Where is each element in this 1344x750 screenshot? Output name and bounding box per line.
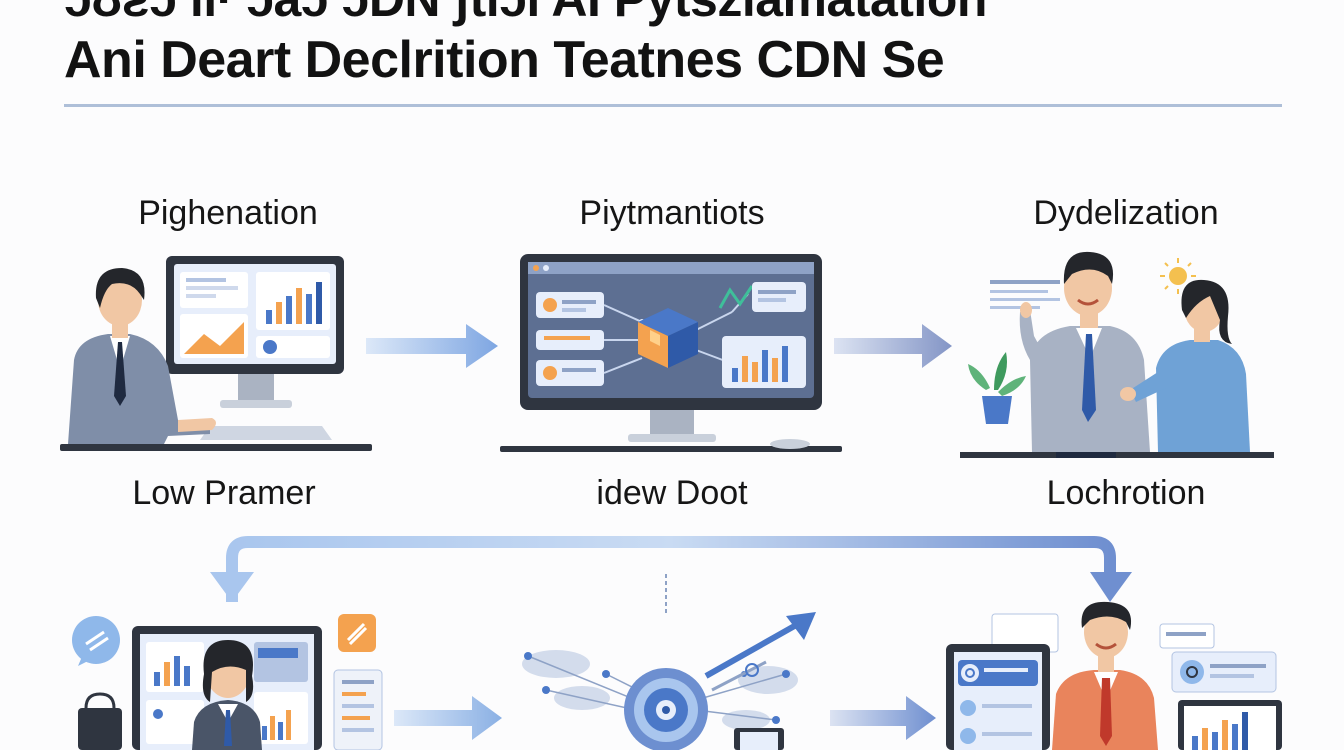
step-label-top-3: Dydelization [1033,194,1219,232]
step-label-top-1: Pighenation [138,194,318,232]
title-divider [64,104,1282,107]
cube-icon [638,308,698,368]
keyboard [200,426,332,440]
person-icon [68,268,216,444]
monitor-icon [520,254,822,442]
step-label-bottom-2: idew Doot [596,474,748,512]
title-line-1: ɔʊƨɔ ıı· ɔaɔ ɔDN ʃtıɔı AI Pytszlamatatio… [64,0,987,28]
step-label-bottom-1: Low Pramer [132,474,316,512]
note-card [333,614,383,750]
bar-chart-icon [1178,700,1282,750]
sun-icon [1160,258,1196,294]
person-icon [192,640,262,750]
arrow-icon [394,696,504,745]
chat-icon [72,616,120,666]
scene-global-network [516,570,826,750]
arrow-icon [830,696,938,745]
plant-icon [968,352,1026,424]
scene-presentation [960,240,1280,460]
person-icon [1052,601,1158,750]
scene-person-at-computer [60,250,380,460]
person-icon [1120,279,1250,452]
loop-arrow [196,532,1146,609]
step-label-top-2: Piytmantiots [579,194,765,232]
monitor-icon [946,644,1050,750]
shopping-bag-icon [78,692,122,750]
person-icon [1019,251,1150,458]
scene-monitor-cube [500,250,850,460]
monitor-icon [166,256,344,408]
arrow-icon [366,322,500,375]
title-line-2: Ani Deart Declrition Teatnes CDN Se [64,31,945,89]
step-label-bottom-3: Lochrotion [1046,474,1206,512]
arrow-icon [834,322,954,375]
globe-icon [624,668,708,750]
desk [60,444,372,451]
scene-video-call [68,612,398,750]
arrow-icon [704,612,816,692]
scene-dashboard-presenter [944,596,1284,750]
